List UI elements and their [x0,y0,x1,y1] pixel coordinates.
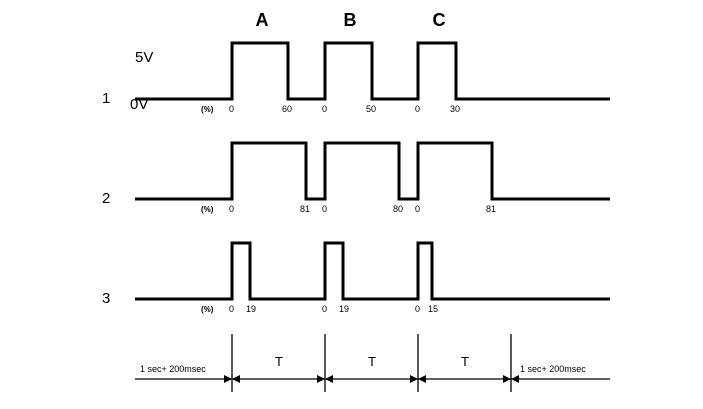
row-2-tick: 0 [415,204,420,214]
row-1-tick: 0 [415,104,420,114]
phase-label-c: C [433,10,446,30]
timing-note-left: 1 sec+ 200msec [140,364,206,374]
row-2-tick: 80 [393,204,403,214]
row-2-tick: 0 [322,204,327,214]
period-label: T [275,354,283,369]
row-1-tick: 0 [229,104,234,114]
row-3-unit: (%) [201,305,214,314]
row-1-tick: 50 [366,104,376,114]
signal-2-waveform [135,141,610,201]
row-2-unit: (%) [201,205,214,214]
row-1-unit: (%) [201,105,214,114]
phase-label-b: B [344,10,357,30]
row-2-tick: 81 [486,204,496,214]
row-3-tick: 19 [339,304,349,314]
row-3-tick: 15 [428,304,438,314]
row-1-tick: 60 [282,104,292,114]
row-3-tick: 0 [415,304,420,314]
timing-note-right: 1 sec+ 200msec [520,364,586,374]
row-2-label: 2 [102,190,110,207]
row-3-tick: 0 [322,304,327,314]
signal-1-waveform [135,41,610,101]
row-3-label: 3 [102,290,110,307]
period-label: T [461,354,469,369]
row-1-tick: 0 [322,104,327,114]
row-3-tick: 19 [246,304,256,314]
row-2-tick: 81 [300,204,310,214]
row-1-label: 1 [102,90,110,107]
signal-3-waveform [135,241,610,301]
row-3-tick: 0 [229,304,234,314]
timing-arrowheads [224,375,519,383]
level-high-label: 5V [135,49,153,66]
phase-label-a: A [256,10,269,30]
row-1-tick: 30 [450,104,460,114]
row-2-tick: 0 [229,204,234,214]
period-label: T [368,354,376,369]
